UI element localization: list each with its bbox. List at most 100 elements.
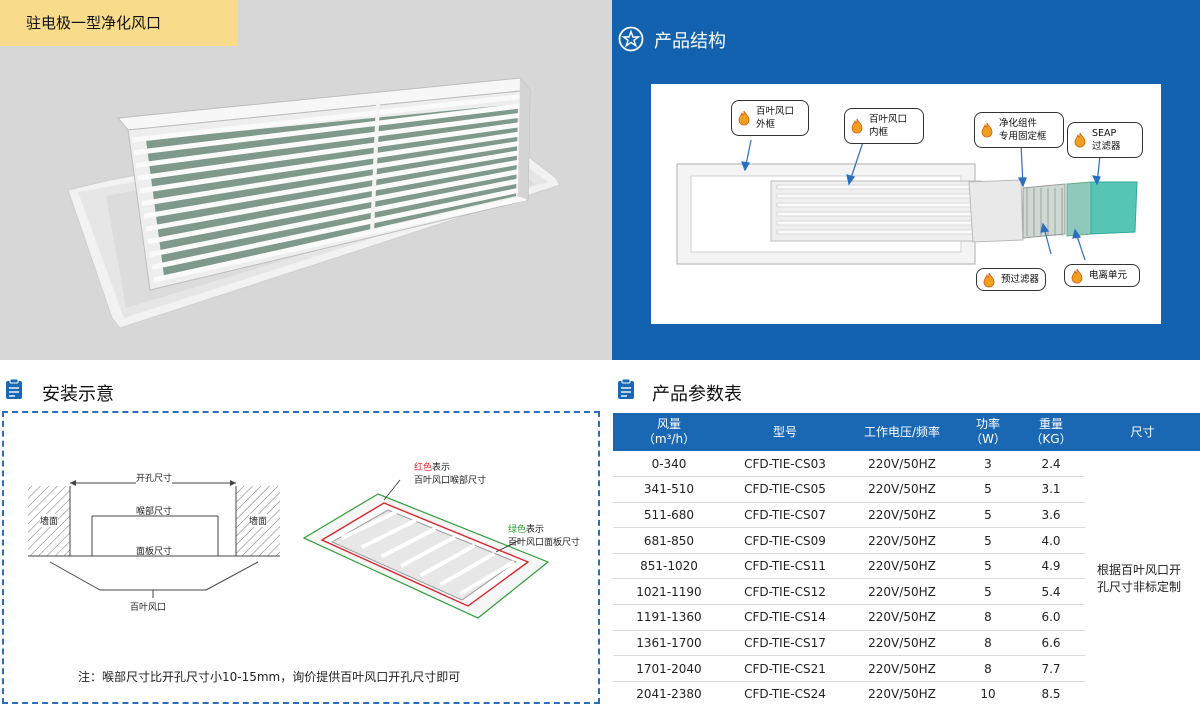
cell-airflow: 681-850	[613, 527, 725, 554]
callout-fixing-frame: 净化组件 专用固定框	[974, 112, 1064, 148]
cell-model: CFD-TIE-CS14	[725, 604, 845, 631]
col-header-voltage: 工作电压/频率	[845, 413, 959, 451]
product-structure-panel: 产品结构	[612, 0, 1200, 360]
callout-outer-frame: 百叶风口 外框	[731, 100, 809, 136]
opening-size-label: 开孔尺寸	[136, 471, 173, 484]
cell-airflow: 1701-2040	[613, 655, 725, 682]
callout-text: 预过滤器	[1001, 274, 1040, 285]
cell-power: 5	[959, 553, 1017, 580]
cell-model: CFD-TIE-CS17	[725, 630, 845, 657]
clipboard-icon	[6, 378, 22, 399]
cell-weight: 2.4	[1017, 451, 1085, 478]
clipboard-icon	[618, 378, 634, 399]
cell-airflow: 2041-2380	[613, 681, 725, 706]
green-legend-desc2: 百叶风口面板尺寸	[508, 538, 581, 548]
cell-power: 8	[959, 655, 1017, 682]
louver-blade	[143, 149, 527, 219]
louver-blade	[380, 526, 437, 559]
cell-airflow: 341-510	[613, 476, 725, 503]
louver-blade	[776, 193, 976, 199]
isometric-diagram	[302, 479, 550, 619]
col-header-power: 功率（W）	[959, 413, 1017, 451]
callout-text: 电离单元	[1089, 270, 1128, 281]
cell-power: 3	[959, 451, 1017, 478]
louver-blade	[400, 535, 456, 568]
cell-model: CFD-TIE-CS09	[725, 527, 845, 554]
install-diagram-box	[2, 411, 600, 704]
params-table: 风量（m³/h） 型号 工作电压/频率 功率（W） 重量（KG） 尺寸 0-34…	[613, 413, 1200, 706]
louver-blade	[776, 202, 976, 208]
louver-blade	[458, 560, 516, 596]
table-header-row: 风量（m³/h） 型号 工作电压/频率 功率（W） 重量（KG） 尺寸	[613, 413, 1200, 451]
flame-icon	[981, 122, 993, 138]
cell-model: CFD-TIE-CS24	[725, 681, 845, 706]
louver-blade	[776, 211, 976, 217]
cell-voltage: 220V/50HZ	[845, 553, 959, 580]
install-section-title: 安装示意	[42, 384, 114, 405]
cell-airflow: 0-340	[613, 451, 725, 478]
louver-blade	[776, 184, 976, 190]
cell-weight: 3.1	[1017, 476, 1085, 503]
grille-product-image	[67, 77, 561, 329]
cell-airflow: 1191-1360	[613, 604, 725, 631]
cell-voltage: 220V/50HZ	[845, 451, 959, 478]
cell-size-note: 根据百叶风口开孔尺寸非标定制	[1085, 451, 1200, 706]
exploded-structure-diagram	[676, 139, 1138, 265]
cell-power: 5	[959, 578, 1017, 606]
product-photo-panel: 驻电极一型净化风口	[0, 0, 612, 360]
louver-blade	[360, 518, 417, 550]
flame-icon	[1074, 132, 1086, 148]
cell-weight: 6.6	[1017, 630, 1085, 657]
cell-weight: 5.4	[1017, 578, 1085, 606]
col-header-airflow: 风量（m³/h）	[613, 413, 725, 451]
cell-weight: 8.5	[1017, 681, 1085, 706]
panel-size-label: 面板尺寸	[136, 547, 173, 557]
install-diagram	[28, 479, 550, 619]
louver-blade	[151, 186, 527, 270]
throat-size-label: 喉部尺寸	[136, 507, 173, 517]
params-section-title: 产品参数表	[652, 384, 742, 405]
callout-seap-filter: SEAP 过滤器	[1067, 122, 1143, 158]
cell-model: CFD-TIE-CS07	[725, 502, 845, 529]
louver-blade	[147, 167, 527, 245]
louver-blade	[141, 139, 527, 207]
callout-pre-filter: 预过滤器	[976, 268, 1046, 291]
cell-voltage: 220V/50HZ	[845, 578, 959, 606]
cell-model: CFD-TIE-CS12	[725, 578, 845, 606]
callout-text: 净化组件 专用固定框	[999, 118, 1047, 142]
cell-power: 5	[959, 502, 1017, 529]
cross-section-diagram	[28, 480, 280, 598]
cell-power: 8	[959, 630, 1017, 657]
louver-blade	[133, 102, 527, 156]
louver-blade	[439, 551, 496, 587]
louver-blade	[153, 195, 527, 283]
cell-weight: 3.6	[1017, 502, 1085, 529]
structure-diagram-card: 百叶风口 外框 百叶风口 内框 净化组件 专用固定框 SEAP 过滤器 预过滤器…	[651, 84, 1161, 324]
cell-model: CFD-TIE-CS21	[725, 655, 845, 682]
cell-voltage: 220V/50HZ	[845, 527, 959, 554]
louver-blade	[419, 543, 476, 578]
cell-airflow: 851-1020	[613, 553, 725, 580]
cell-model: CFD-TIE-CS05	[725, 476, 845, 503]
size-note-line: 孔尺寸非标定制	[1097, 579, 1182, 594]
red-legend-word: 红色	[414, 463, 433, 473]
louver-blade	[139, 130, 527, 194]
cell-voltage: 220V/50HZ	[845, 476, 959, 503]
size-note-line: 根据百叶风口开	[1097, 562, 1182, 577]
cell-voltage: 220V/50HZ	[845, 502, 959, 529]
callout-text: 百叶风口 外框	[756, 106, 795, 130]
louver-blade	[131, 93, 527, 143]
cell-weight: 4.9	[1017, 553, 1085, 580]
col-header-size: 尺寸	[1085, 413, 1200, 451]
cell-airflow: 1021-1190	[613, 578, 725, 606]
louver-blade	[145, 158, 527, 232]
cell-power: 8	[959, 604, 1017, 631]
flame-icon	[1071, 268, 1083, 283]
